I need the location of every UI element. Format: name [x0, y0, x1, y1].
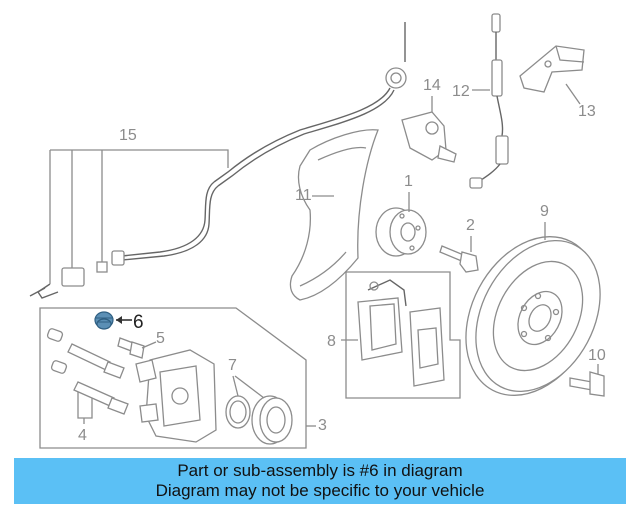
info-banner-line-1: Part or sub-assembly is #6 in diagram [177, 461, 463, 480]
part-14-abs-sensor: 14 [401, 77, 457, 163]
part-1-hub: 1 [375, 173, 427, 257]
callout-1: 1 [404, 173, 413, 190]
part-12-wear-sensor: 12 [452, 13, 509, 189]
part-2-bolt: 2 [439, 217, 479, 273]
callout-11: 11 [295, 187, 312, 204]
callout-4: 4 [78, 427, 87, 444]
part-13-bracket: 13 [519, 45, 596, 120]
part-3-caliper-box: 3 [39, 307, 327, 449]
callout-14: 14 [423, 77, 441, 94]
callout-3: 3 [318, 417, 327, 434]
info-banner: Part or sub-assembly is #6 in diagram Di… [14, 458, 626, 504]
callout-12: 12 [452, 83, 470, 100]
callout-5: 5 [156, 330, 165, 347]
callout-8: 8 [327, 333, 336, 350]
callout-6: 6 [133, 312, 144, 333]
part-4-guide-pins: 4 [46, 328, 129, 444]
callout-15-bracket: 15 [49, 127, 229, 284]
part-9-rotor: 9 [465, 203, 601, 396]
callout-10: 10 [588, 347, 606, 364]
caliper-body [135, 349, 217, 443]
part-11-dust-shield: 11 [289, 129, 379, 301]
info-banner-line-2: Diagram may not be specific to your vehi… [155, 481, 485, 500]
part-5-bleeder: 5 [117, 330, 165, 359]
callout-9: 9 [540, 203, 549, 220]
part-8-pad-kit: 8 [327, 271, 461, 399]
callout-15: 15 [119, 127, 137, 144]
callout-2: 2 [466, 217, 475, 234]
part-15-brake-line [29, 22, 407, 299]
part-10-bolt: 10 [569, 347, 606, 397]
part-7-piston-seal: 7 [225, 357, 293, 445]
callout-13: 13 [578, 103, 596, 120]
part-6-highlighted: 6 [94, 311, 144, 333]
callout-7: 7 [228, 357, 237, 374]
